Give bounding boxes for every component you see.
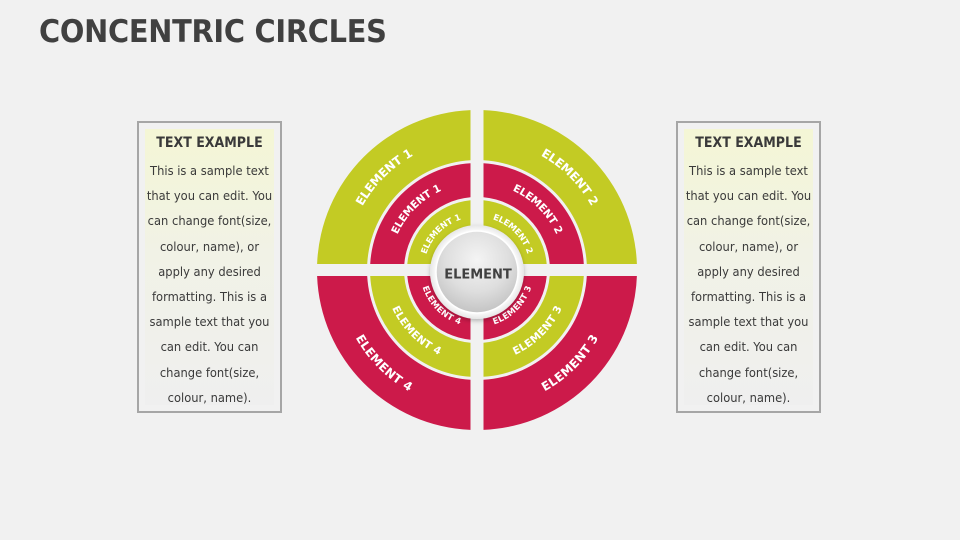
right-box-line: can change font(size, <box>686 213 811 229</box>
left-box-line: that you can edit. You <box>146 188 273 204</box>
center-disc-face <box>435 230 519 314</box>
right-box-line: that you can edit. You <box>685 188 812 204</box>
right-box-line: This is a sample text <box>689 163 808 178</box>
left-box-line: This is a sample text <box>150 163 269 178</box>
slide-title: CONCENTRIC CIRCLES <box>39 14 387 50</box>
left-box-line: can edit. You can <box>160 339 259 355</box>
inner-segment-element-2[interactable] <box>483 200 547 264</box>
inner-segment-element-3[interactable] <box>483 276 547 340</box>
inner-segment-element-1[interactable] <box>407 200 471 264</box>
right-box-line: sample text that you <box>688 314 809 330</box>
left-text-box: TEXT EXAMPLE This is a sample text that … <box>137 121 282 413</box>
left-box-line: colour, name). <box>167 389 252 405</box>
left-box-line: formatting. This is a <box>151 288 268 304</box>
left-box-line: can change font(size, <box>147 213 272 229</box>
left-text-box-fill <box>145 129 274 405</box>
middle-segment-element-2[interactable] <box>483 163 584 264</box>
left-box-line: change font(size, <box>159 364 260 380</box>
left-box-line: apply any desired <box>158 263 261 279</box>
left-box-line: sample text that you <box>149 314 270 330</box>
right-box-line: formatting. This is a <box>690 288 807 304</box>
right-text-box-fill <box>684 129 813 405</box>
outer-segment-element-2[interactable] <box>483 110 637 264</box>
center-disc[interactable]: ELEMENT <box>430 225 524 319</box>
right-box-line: can edit. You can <box>699 339 798 355</box>
left-box-heading: TEXT EXAMPLE <box>156 135 263 151</box>
middle-segment-element-1[interactable] <box>370 163 471 264</box>
outer-segment-element-1[interactable] <box>317 110 471 264</box>
right-box-line: colour, name), or <box>698 238 799 254</box>
center-label: ELEMENT <box>444 268 512 283</box>
outer-segment-element-4[interactable] <box>317 276 471 430</box>
right-box-line: colour, name). <box>706 389 791 405</box>
inner-segment-element-4[interactable] <box>407 276 471 340</box>
right-box-line: apply any desired <box>697 263 800 279</box>
left-box-body: This is a sample text that you can edit.… <box>145 158 275 410</box>
middle-segment-element-4[interactable] <box>370 276 471 377</box>
right-box-body: This is a sample text that you can edit.… <box>684 158 814 410</box>
right-box-heading: TEXT EXAMPLE <box>695 135 802 151</box>
right-box-line: change font(size, <box>698 364 799 380</box>
outer-segment-element-3[interactable] <box>483 276 637 430</box>
left-box-line: colour, name), or <box>159 238 260 254</box>
right-text-box: TEXT EXAMPLE This is a sample text that … <box>676 121 821 413</box>
middle-segment-element-3[interactable] <box>483 276 584 377</box>
